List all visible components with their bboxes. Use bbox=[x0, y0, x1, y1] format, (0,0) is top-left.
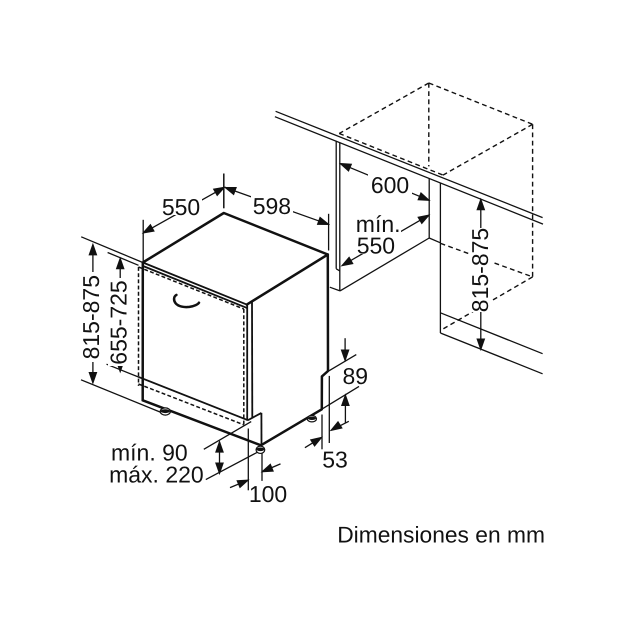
svg-text:550: 550 bbox=[357, 233, 395, 259]
svg-text:655-725: 655-725 bbox=[106, 280, 132, 364]
svg-text:100: 100 bbox=[249, 481, 287, 507]
svg-text:815-875: 815-875 bbox=[467, 228, 493, 312]
svg-text:89: 89 bbox=[343, 363, 369, 389]
svg-text:815-875: 815-875 bbox=[78, 275, 104, 359]
svg-text:600: 600 bbox=[371, 172, 409, 198]
svg-text:Dimensiones en mm: Dimensiones en mm bbox=[337, 521, 545, 547]
svg-text:53: 53 bbox=[322, 447, 348, 473]
svg-text:598: 598 bbox=[253, 193, 291, 219]
svg-text:máx. 220: máx. 220 bbox=[109, 461, 204, 487]
svg-text:550: 550 bbox=[162, 194, 200, 220]
